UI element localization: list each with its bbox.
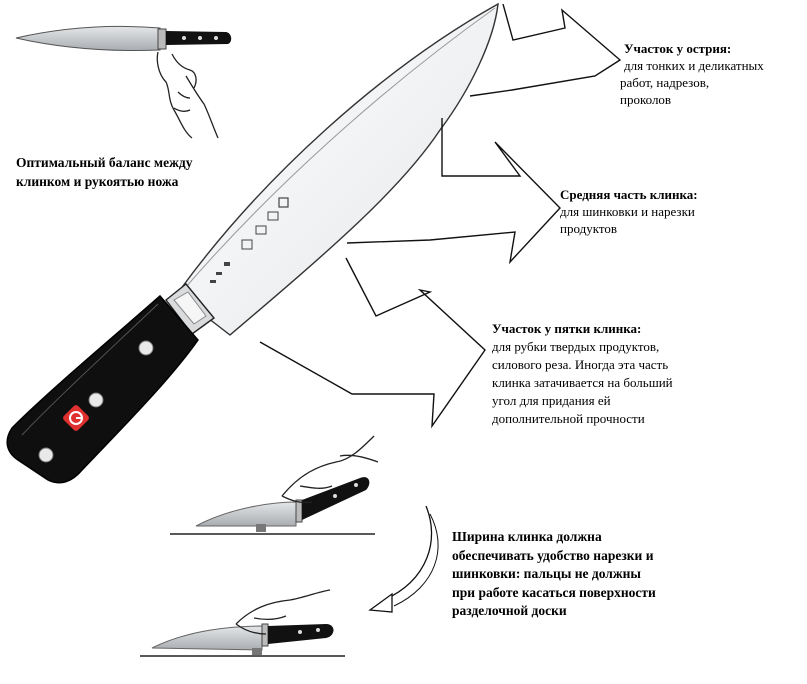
tip-zone-line-2: работ, надрезов, xyxy=(620,75,710,90)
tip-zone-line-3: проколов xyxy=(620,92,672,107)
middle-arrow-icon xyxy=(346,118,561,265)
width-note-line-5: разделочной доски xyxy=(452,603,567,618)
middle-zone-line-2: продуктов xyxy=(560,221,617,236)
knife-on-board-bottom-icon xyxy=(151,623,334,655)
hand-bottom-icon xyxy=(235,589,331,635)
balance-caption: Оптимальный баланс между клинком и рукоя… xyxy=(16,155,193,189)
maker-stamp-icon xyxy=(210,197,289,283)
tip-arrow-icon xyxy=(469,3,622,97)
heel-zone-line-1: для рубки твердых продуктов, xyxy=(492,339,660,354)
hand-top-icon xyxy=(281,435,379,504)
balance-knife-icon xyxy=(15,25,232,51)
tip-zone-label: Участок у острия: для тонких и деликатны… xyxy=(620,40,804,108)
middle-zone-line-1: для шинковки и нарезки xyxy=(560,204,695,219)
middle-zone-title: Средняя часть клинка: xyxy=(560,187,698,202)
heel-zone-line-3: клинка затачивается на больший xyxy=(492,375,673,390)
balancing-hand-icon xyxy=(156,51,219,139)
width-note-line-4: при работе касаться поверхности xyxy=(452,584,656,600)
middle-zone-label: Средняя часть клинка: для шинковки и нар… xyxy=(560,186,760,237)
heel-zone-line-2: силового реза. Иногда эта часть xyxy=(492,357,669,372)
width-note-line-1: Ширина клинка должна xyxy=(452,529,602,544)
heel-zone-line-4: угол для придания ей xyxy=(492,393,611,408)
brand-logo-icon xyxy=(63,405,89,431)
tip-zone-line-1: для тонких и деликатных xyxy=(624,58,764,73)
knife-on-board-top-icon xyxy=(195,477,370,532)
main-knife-icon xyxy=(6,2,499,484)
curved-arrow-icon xyxy=(368,505,433,613)
width-note-line-2: обеспечивать удобство нарезки и xyxy=(452,547,654,563)
heel-zone-line-5: дополнительной прочности xyxy=(492,411,645,426)
heel-zone-label: Участок у пятки клинка: для рубки тверды… xyxy=(492,320,722,428)
curved-arrow-outline xyxy=(393,513,439,607)
width-note: Ширина клинка должна обеспечивать удобст… xyxy=(452,528,712,621)
heel-zone-title: Участок у пятки клинка: xyxy=(492,321,642,336)
heel-arrow-icon xyxy=(259,257,486,429)
tip-zone-title: Участок у острия: xyxy=(624,41,732,56)
width-note-line-3: шинковки: пальцы не должны xyxy=(452,566,641,581)
